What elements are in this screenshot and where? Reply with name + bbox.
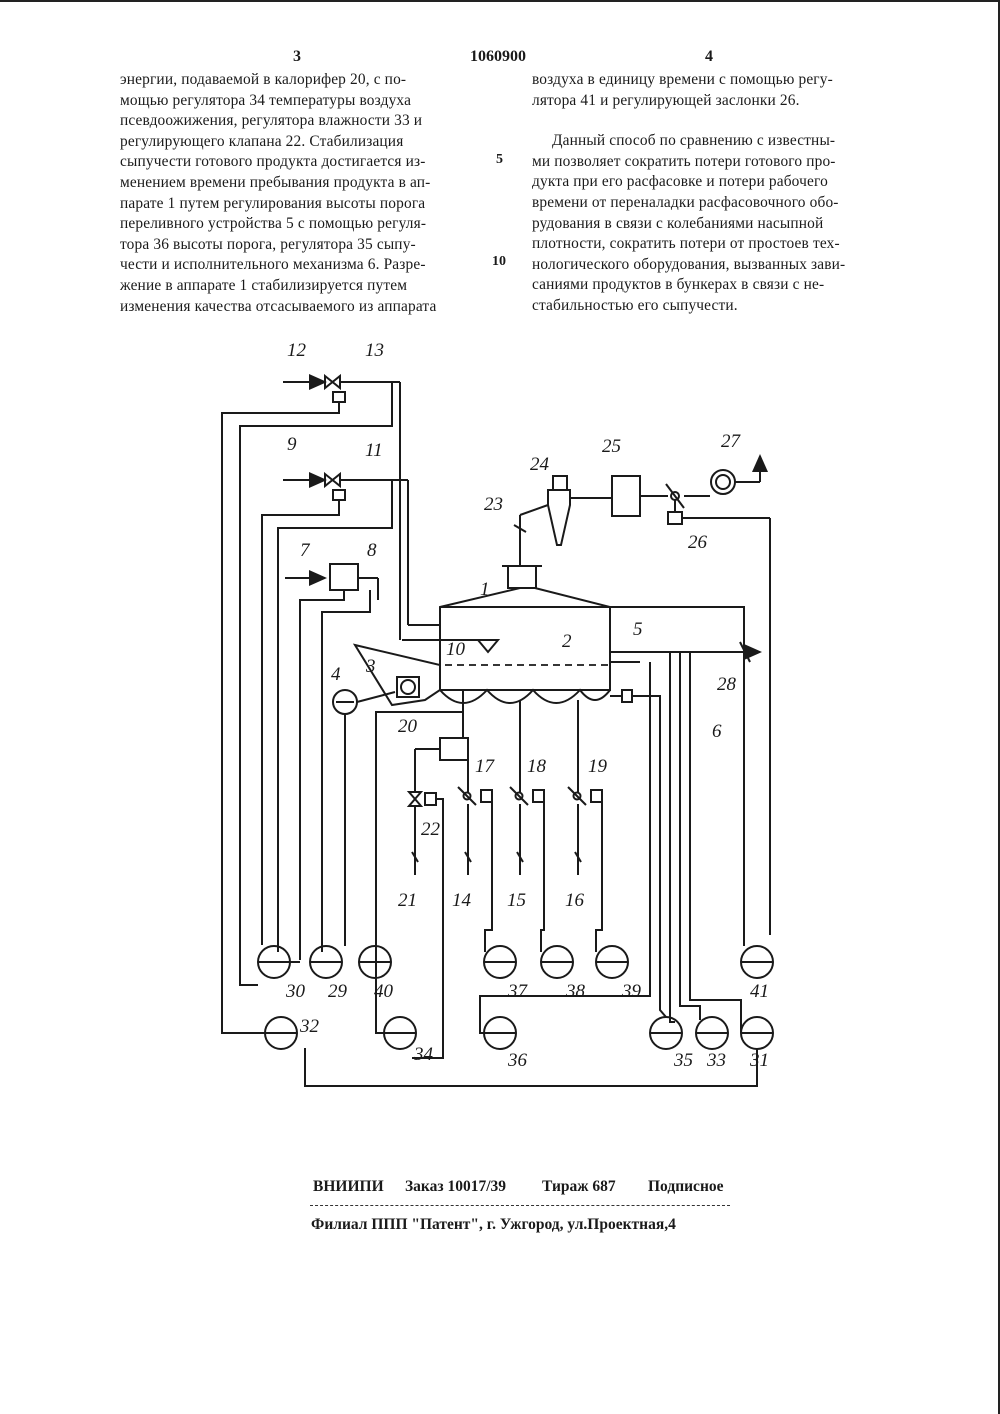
label-12: 12: [287, 340, 307, 361]
footer-subscription: Подписное: [648, 1178, 724, 1196]
label-10: 10: [446, 639, 466, 660]
label-22: 22: [421, 819, 441, 840]
right-text-column: воздуха в единицу времени с помощью регу…: [532, 70, 884, 317]
overflow-outlet: [610, 642, 760, 702]
label-14: 14: [452, 890, 472, 911]
label-29: 29: [328, 981, 348, 1002]
label-40: 40: [374, 981, 394, 1002]
text-line: воздуха в единицу времени с помощью регу…: [532, 70, 884, 91]
patent-number: 1060900: [470, 48, 526, 66]
footer-org: ВНИИПИ: [313, 1178, 384, 1196]
label-41: 41: [750, 981, 769, 1002]
label-31: 31: [749, 1050, 769, 1071]
label-26: 26: [688, 532, 708, 553]
label-25: 25: [602, 436, 621, 457]
text-line: лятора 41 и регулирующей заслонки 26.: [532, 91, 884, 112]
label-15: 15: [507, 890, 526, 911]
footer-branch: Филиал ППП "Патент", г. Ужгород, ул.Прое…: [311, 1216, 676, 1234]
text-line: мощью регулятора 34 температуры воздуха: [120, 91, 480, 112]
text-line: изменения качества отсасываемого из аппа…: [120, 297, 480, 318]
text-line: стабильностью его сыпучести.: [532, 296, 884, 317]
process-schematic: 1 2 3 4 5 6 7 8 9 10 11 12 13 14 15 16 1…: [0, 320, 1000, 1110]
page-top-edge: [0, 0, 998, 10]
label-4: 4: [331, 664, 341, 685]
label-11: 11: [365, 440, 383, 461]
feeder-screw: [333, 645, 440, 714]
label-23: 23: [484, 494, 503, 515]
diagram-labels: 1 2 3 4 5 6 7 8 9 10 11 12 13 14 15 16 1…: [285, 340, 769, 1071]
text-line: регулирующего клапана 22. Стабилизация: [120, 132, 480, 153]
footer-divider: [310, 1205, 730, 1206]
footer-order: Заказ 10017/39: [405, 1178, 506, 1196]
heater-and-lower-inlets: [409, 690, 602, 875]
text-line: псевдоожижения, регулятора влажности 33 …: [120, 111, 480, 132]
label-7: 7: [300, 540, 311, 561]
line-number-5: 5: [496, 152, 503, 168]
label-16: 16: [565, 890, 585, 911]
right-page-number: 4: [705, 48, 713, 66]
label-33: 33: [706, 1050, 726, 1071]
label-1: 1: [480, 579, 490, 600]
text-line: ми позволяет сократить потери готового п…: [532, 152, 884, 173]
line-number-10: 10: [492, 254, 506, 270]
text-line: жение в аппарате 1 стабилизируется путем: [120, 276, 480, 297]
label-24: 24: [530, 454, 550, 475]
text-line: саниями продуктов в бункерах в связи с н…: [532, 275, 884, 296]
label-32: 32: [299, 1016, 320, 1037]
label-37: 37: [507, 981, 529, 1002]
label-3: 3: [365, 656, 376, 677]
text-line: времени от переналадки расфасовочного об…: [532, 193, 884, 214]
label-6: 6: [712, 721, 722, 742]
text-line: парате 1 путем регулирования высоты поро…: [120, 194, 480, 215]
text-line: нологического оборудования, вызванных за…: [532, 255, 884, 276]
label-34: 34: [413, 1044, 434, 1065]
text-line: дукта при его расфасовке и потери рабоче…: [532, 172, 884, 193]
text-line: энергии, подаваемой в калорифер 20, с по…: [120, 70, 480, 91]
label-17: 17: [475, 756, 496, 777]
label-20: 20: [398, 716, 418, 737]
text-line: Данный способ по сравнению с известны-: [532, 131, 884, 152]
label-2: 2: [562, 631, 572, 652]
text-line: переливного устройства 5 с помощью регул…: [120, 214, 480, 235]
text-line: менением времени пребывания продукта в а…: [120, 173, 480, 194]
label-36: 36: [507, 1050, 528, 1071]
label-35: 35: [673, 1050, 693, 1071]
label-27: 27: [721, 431, 742, 452]
left-page-number: 3: [293, 48, 301, 66]
label-9: 9: [287, 434, 297, 455]
label-5: 5: [633, 619, 643, 640]
text-line: сыпучести готового продукта достигается …: [120, 152, 480, 173]
label-38: 38: [565, 981, 586, 1002]
text-line: тора 36 высоты порога, регулятора 35 сып…: [120, 235, 480, 256]
label-13: 13: [365, 340, 384, 361]
label-19: 19: [588, 756, 608, 777]
label-21: 21: [398, 890, 417, 911]
label-28: 28: [717, 674, 737, 695]
label-8: 8: [367, 540, 377, 561]
text-line: чести и исполнительного механизма 6. Раз…: [120, 255, 480, 276]
dryer-apparatus: [440, 566, 610, 703]
footer-circulation: Тираж 687: [542, 1178, 616, 1196]
left-text-column: энергии, подаваемой в калорифер 20, с по…: [120, 70, 480, 317]
text-line: рудования в связи с колебаниями насыпной: [532, 214, 884, 235]
label-18: 18: [527, 756, 547, 777]
label-30: 30: [285, 981, 306, 1002]
label-39: 39: [621, 981, 642, 1002]
text-line: плотности, сократить потери от простоев …: [532, 234, 884, 255]
